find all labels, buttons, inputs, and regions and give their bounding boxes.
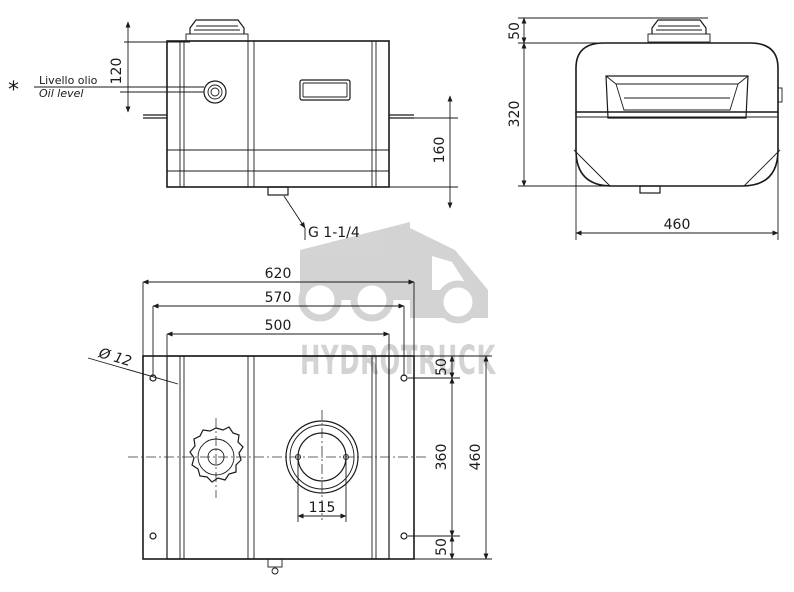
dim-hole-diameter-label: Ø 12	[96, 345, 133, 370]
hole-diameter-leader	[87, 357, 179, 385]
dim-570-label: 570	[265, 290, 292, 306]
dim-320-label: 320	[507, 101, 523, 128]
asterisk-marker: *	[8, 78, 19, 103]
end-tank-lower	[575, 112, 779, 187]
dim-end-460-label: 460	[664, 217, 691, 233]
dim-500-label: 500	[265, 318, 292, 334]
return-port-bore	[297, 432, 347, 482]
side-view: G 1-1/4 * Livello olio Oil level 120 160	[8, 19, 458, 241]
watermark-brand: HYDROTRUCK	[300, 338, 497, 384]
top-drain-port	[267, 558, 283, 568]
top-tank-body	[166, 355, 390, 560]
return-port-flange	[285, 420, 359, 494]
filler-cap	[189, 19, 245, 34]
dim-160-label: 160	[432, 137, 448, 164]
mounting-hole	[149, 532, 157, 540]
end-cap-neck	[647, 33, 711, 43]
dim-edge-top-label: 50	[434, 358, 450, 376]
oil-level-sight-glass	[203, 80, 227, 104]
oil-level-label-english: Oil level	[39, 87, 83, 100]
end-filler-cap	[651, 19, 707, 34]
end-recess	[605, 75, 749, 119]
end-view: 50 320 460	[507, 17, 783, 240]
dim-120-label: 120	[109, 58, 125, 85]
oil-level-label-italian: Livello olio	[39, 74, 98, 87]
name-plate	[299, 79, 351, 101]
drain-port	[267, 186, 289, 196]
dim-115-label: 115	[309, 500, 336, 516]
end-tank-upper	[575, 42, 779, 113]
drain-thread-label: G 1-1/4	[308, 225, 360, 241]
filler-cap-top	[189, 426, 244, 483]
dim-top-460-label: 460	[468, 444, 484, 471]
dim-edge-bottom-label: 50	[434, 538, 450, 556]
dim-360-label: 360	[434, 444, 450, 471]
end-drain-port	[639, 185, 661, 194]
watermark-logo: HYDROTRUCK	[298, 222, 497, 384]
dim-620-label: 620	[265, 266, 292, 282]
mounting-hole	[400, 374, 408, 382]
dim-end-50-label: 50	[507, 22, 523, 40]
mounting-hole	[400, 532, 408, 540]
cap-neck	[185, 33, 249, 42]
tank-body	[166, 40, 390, 188]
